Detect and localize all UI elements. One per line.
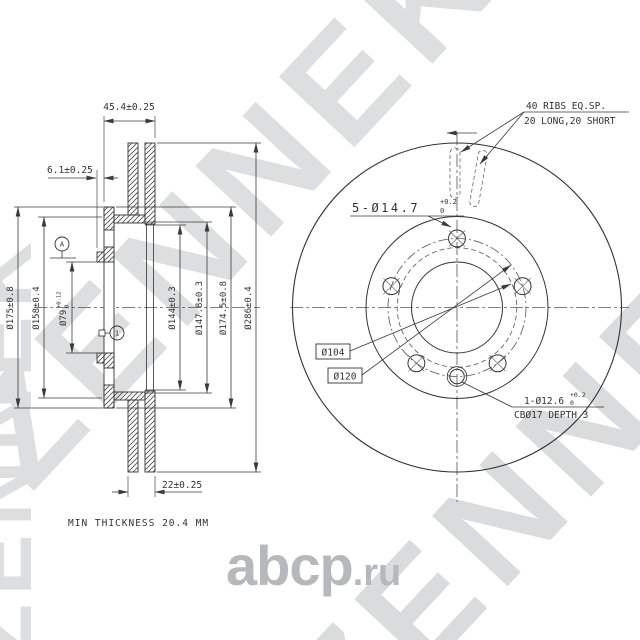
dim-label-pin-tol-dn: 0 xyxy=(570,399,574,407)
front-centerlines xyxy=(290,132,629,502)
hat-wall-segment-2 xyxy=(103,246,115,263)
bolt-leader xyxy=(427,215,452,228)
note-min-thickness: MIN THICKNESS 20.4 MM xyxy=(68,518,209,529)
friction-plate-inboard-top xyxy=(127,142,139,216)
bolt-hole-tick-marks xyxy=(383,230,531,372)
dim-label-bolt-holes: 5-Ø14.7 xyxy=(352,201,420,215)
datum-marker xyxy=(50,236,76,259)
dim-label-pcd: Ø120 xyxy=(334,372,357,383)
bolt-hole-upper-left xyxy=(382,277,401,296)
dim-label-vent-inner: Ø144±0.3 xyxy=(167,286,178,329)
hat-wall-segment-4 xyxy=(103,384,115,409)
hat-wall-segment-3 xyxy=(103,352,115,369)
ribs-leader-2 xyxy=(479,111,525,165)
dim-label-pin: 1-Ø12.6 xyxy=(524,396,564,407)
bolt-hole-lower-left xyxy=(407,354,426,373)
brand-logo: abcp.ru xyxy=(226,538,401,594)
dim-label-pin-tol-up: +0.2 xyxy=(570,391,586,399)
datum-label: A xyxy=(60,241,65,249)
bolt-hole-lower-right xyxy=(488,354,507,373)
bolt-hole-top xyxy=(448,229,466,248)
dim-label-bore-tol-dn: 0 xyxy=(65,305,71,308)
hat-top-plate xyxy=(113,214,146,224)
note-ribs-1: 40 RIBS EQ.SP. xyxy=(526,101,606,112)
d120-box xyxy=(327,367,363,384)
disc-outer-circle xyxy=(291,142,623,473)
mounting-pad-bottom xyxy=(96,352,105,364)
front-leaders xyxy=(349,111,629,408)
outboard-face-silhouette xyxy=(146,224,154,391)
pin-hole xyxy=(446,366,468,387)
hub-flange-circle xyxy=(365,216,549,399)
vent-rib-short xyxy=(469,150,488,207)
vent-rib-long xyxy=(449,147,461,199)
d120-leader xyxy=(361,264,512,376)
circle-d104 xyxy=(396,247,518,368)
vent-ribs-hidden xyxy=(449,147,488,207)
dim-label-hat-od: Ø174.5±0.8 xyxy=(218,281,229,335)
dimension-lines xyxy=(15,118,259,473)
dim-label-outer: Ø286±0.4 xyxy=(243,286,254,329)
item-1-feature xyxy=(98,329,106,337)
d104-box xyxy=(315,343,351,360)
friction-plate-outboard-bottom xyxy=(144,390,156,473)
hatched-sections xyxy=(96,142,156,473)
brand-logo-tld: .ru xyxy=(352,552,402,594)
dim-label-pad-od: Ø158±0.4 xyxy=(31,286,42,329)
front-view: Ø104 Ø120 40 RIBS EQ.SP. 20 LONG,20 SHOR… xyxy=(290,101,629,502)
note-ribs-2: 20 LONG,20 SHORT xyxy=(524,116,616,127)
dim-label-hat-od-left: Ø175±0.8 xyxy=(5,286,16,329)
hat-wall-segment-1 xyxy=(103,206,115,231)
dim-label-face-offset: 6.1±0.25 xyxy=(47,165,93,176)
bolt-holes xyxy=(382,229,532,373)
friction-plate-inboard-bottom xyxy=(127,399,139,473)
dimension-leaders xyxy=(48,175,202,495)
brand-logo-name: abcp xyxy=(226,534,354,597)
dim-label-thickness: 22±0.25 xyxy=(162,480,202,491)
dim-label-pcd-inner: Ø104 xyxy=(322,348,345,359)
dim-label-vent-inner2: Ø147.8±0.3 xyxy=(194,281,205,335)
item-1-label: 1 xyxy=(115,330,119,338)
mounting-pad-top xyxy=(96,251,105,263)
section-view: A 1 Ø175±0.8 Ø158±0.4 Ø79 +0.12 0 Ø144±0… xyxy=(5,102,261,529)
ribs-leader-1 xyxy=(460,111,525,153)
dim-label-pin-cbore: CBØ17 DEPTH 3 xyxy=(514,410,588,421)
pin-leader xyxy=(461,381,513,408)
item-1-balloon xyxy=(105,325,125,341)
friction-plate-outboard-top xyxy=(144,142,156,225)
dim-label-bolt-tol-dn: 0 xyxy=(440,207,444,215)
hat-bottom-plate xyxy=(113,391,146,401)
hat-wall-outline xyxy=(103,206,115,409)
dim-label-bolt-tol-up: +0.2 xyxy=(440,198,457,206)
center-bore-circle xyxy=(411,261,503,354)
bolt-hole-upper-right xyxy=(513,277,532,296)
dim-label-overall-width: 45.4±0.25 xyxy=(103,102,154,113)
dim-label-bore: Ø79 +0.12 0 xyxy=(57,291,71,326)
dim-label-bore-tol-up: +0.12 xyxy=(57,291,63,308)
d104-leader xyxy=(349,283,512,352)
dim-label-bore-value: Ø79 xyxy=(58,310,69,326)
